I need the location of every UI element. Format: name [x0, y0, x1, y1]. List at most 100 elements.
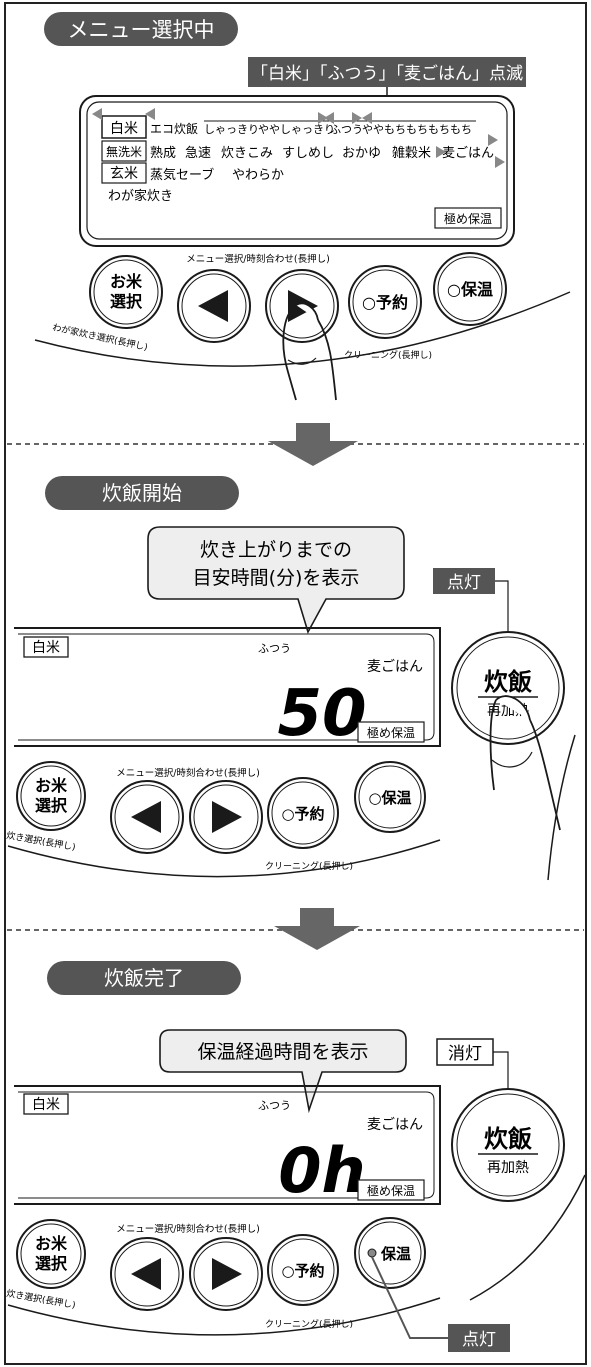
- reserve-sub-label: クリーニング(長押し): [265, 1318, 353, 1330]
- menu-item: やわらか: [232, 168, 284, 183]
- texture-label: ふつう: [258, 642, 291, 655]
- rice-select-button[interactable]: お米 選択: [89, 255, 163, 329]
- lamp-off-label-box: [436, 1038, 494, 1066]
- panel-edge: [7, 1297, 441, 1336]
- rice-white-box: [23, 1093, 69, 1115]
- panel-edge: [34, 291, 571, 367]
- menu-item: 雑穀米: [392, 145, 431, 161]
- svg-text:選択: 選択: [110, 292, 143, 311]
- lamp-on-label-box: [433, 568, 495, 594]
- menu-item: 熟成: [150, 145, 176, 161]
- keep-warm-box: [357, 1179, 425, 1201]
- menu-select-label: メニュー選択/時刻合わせ(長押し): [186, 253, 330, 265]
- keep-warm-button[interactable]: ○保温: [354, 761, 426, 833]
- reserve-button[interactable]: ○予約: [348, 265, 422, 339]
- blink-arrow-icon: [436, 146, 446, 158]
- menu-item: エコ炊飯: [150, 121, 198, 136]
- svg-text:○保温: ○保温: [368, 789, 411, 807]
- section-title-pill: [45, 476, 239, 510]
- texture-label: ふつう: [258, 1099, 291, 1112]
- menu-select-label: メニュー選択/時刻合わせ(長押し): [116, 767, 260, 779]
- svg-text:○予約: ○予約: [362, 293, 408, 312]
- rice-white-box: [101, 115, 147, 139]
- menu-item: わが家炊き: [108, 188, 173, 204]
- menu-item: 蒸気セーブ: [150, 167, 214, 183]
- left-arrow-icon: [198, 290, 228, 322]
- menu-right-button[interactable]: [189, 780, 263, 854]
- bubble-line: 炊き上がりまでの: [200, 539, 352, 561]
- lamp-on-label-box: [448, 1324, 510, 1352]
- blink-arrow-icon: [352, 112, 362, 124]
- lamp-on-label: 点灯: [447, 573, 481, 593]
- blink-arrow-icon: [318, 112, 328, 124]
- right-arrow-icon: [212, 801, 242, 833]
- reserve-sub-label: クリーニング(長押し): [344, 349, 432, 361]
- elapsed-digits: 0h: [278, 1134, 365, 1207]
- section-title: 炊飯開始: [102, 481, 182, 505]
- svg-text:選択: 選択: [35, 796, 68, 815]
- bubble-text: 保温経過時間を表示: [197, 1041, 368, 1063]
- blink-arrow-icon: [495, 156, 505, 168]
- rice-brown-label: 玄米: [110, 165, 138, 182]
- keep-warm-button[interactable]: ○保温: [433, 252, 507, 326]
- menu-label: 麦ごはん: [367, 659, 423, 675]
- svg-text:○予約: ○予約: [281, 1262, 324, 1280]
- section-cooking-complete: 炊飯完了 保温経過時間を表示 消灯 白米 ふつう 麦ごはん 0h 極め保温 炊飯…: [5, 961, 586, 1352]
- svg-text:お米: お米: [35, 776, 68, 795]
- left-arrow-icon: [131, 1258, 161, 1290]
- keep-warm-box: [357, 721, 425, 743]
- reheat-label: 再加熱: [487, 1160, 529, 1176]
- lcd-outer: [14, 627, 441, 747]
- rice-wash-free-box: [101, 140, 147, 162]
- finger-icon: [282, 304, 337, 401]
- rice-white-box: [23, 636, 69, 658]
- rice-white-label: 白米: [110, 121, 138, 137]
- svg-text:お米: お米: [110, 272, 143, 291]
- menu-item: ややもちもち: [362, 123, 428, 136]
- blink-callout-text: 「白米」「ふつう」「麦ごはん」点滅: [251, 64, 523, 84]
- menu-left-button[interactable]: [177, 269, 251, 343]
- rice-select-button[interactable]: お米 選択: [16, 1219, 86, 1289]
- reserve-button[interactable]: ○予約: [267, 1234, 339, 1306]
- menu-item: もちもち: [428, 123, 472, 136]
- down-arrow-icon: [274, 908, 360, 950]
- speech-bubble: [159, 1029, 407, 1114]
- menu-item: 麦ごはん: [442, 145, 494, 161]
- menu-item: ややしゃっきり: [258, 123, 335, 136]
- menu-left-button[interactable]: [110, 1237, 184, 1311]
- keep-warm-button[interactable]: 保温: [354, 1217, 426, 1289]
- section-title: 炊飯完了: [104, 966, 184, 990]
- menu-item: しゃっきり: [204, 123, 259, 136]
- keep-warm-lamp-on: [367, 1248, 377, 1258]
- rice-white-label: 白米: [32, 1097, 60, 1113]
- rice-select-button[interactable]: お米 選択: [16, 761, 86, 831]
- svg-text:保温: 保温: [380, 1245, 411, 1263]
- reserve-button[interactable]: ○予約: [267, 777, 339, 849]
- lamp-on-label: 点灯: [462, 1330, 496, 1350]
- cook-button[interactable]: 炊飯 再加熱: [451, 1088, 565, 1202]
- panel-edge: [7, 839, 441, 878]
- menu-item: 急速: [185, 146, 211, 161]
- keep-warm-label: 極め保温: [367, 725, 415, 740]
- menu-item: おかゆ: [342, 146, 381, 161]
- cook-button[interactable]: 炊飯 再加熱: [451, 631, 565, 745]
- menu-item: ふつう: [330, 123, 363, 136]
- rice-select-sub-label: 炊き選択(長押し): [5, 829, 76, 853]
- reserve-sub-label: クリーニング(長押し): [265, 860, 353, 872]
- lamp-off-label: 消灯: [448, 1044, 482, 1064]
- blink-arrow-icon: [324, 112, 334, 124]
- menu-right-button[interactable]: [189, 1237, 263, 1311]
- speech-bubble: [147, 526, 405, 635]
- cook-button-label: 炊飯: [484, 668, 532, 696]
- menu-item: 炊きこみ: [221, 146, 273, 161]
- blink-arrow-icon: [362, 112, 372, 124]
- keep-warm-label: 極め保温: [444, 211, 492, 226]
- menu-left-button[interactable]: [110, 780, 184, 854]
- keep-warm-box: [434, 207, 502, 229]
- page-frame: [4, 2, 587, 1365]
- right-arrow-icon: [212, 1258, 242, 1290]
- section-menu-select: メニュー選択中 「白米」「ふつう」「麦ごはん」点滅 白米 エコ炊飯 しゃっきり …: [34, 12, 571, 401]
- section-title: メニュー選択中: [68, 18, 215, 42]
- menu-lcd-inner: [86, 101, 508, 240]
- menu-item: すしめし: [282, 146, 334, 161]
